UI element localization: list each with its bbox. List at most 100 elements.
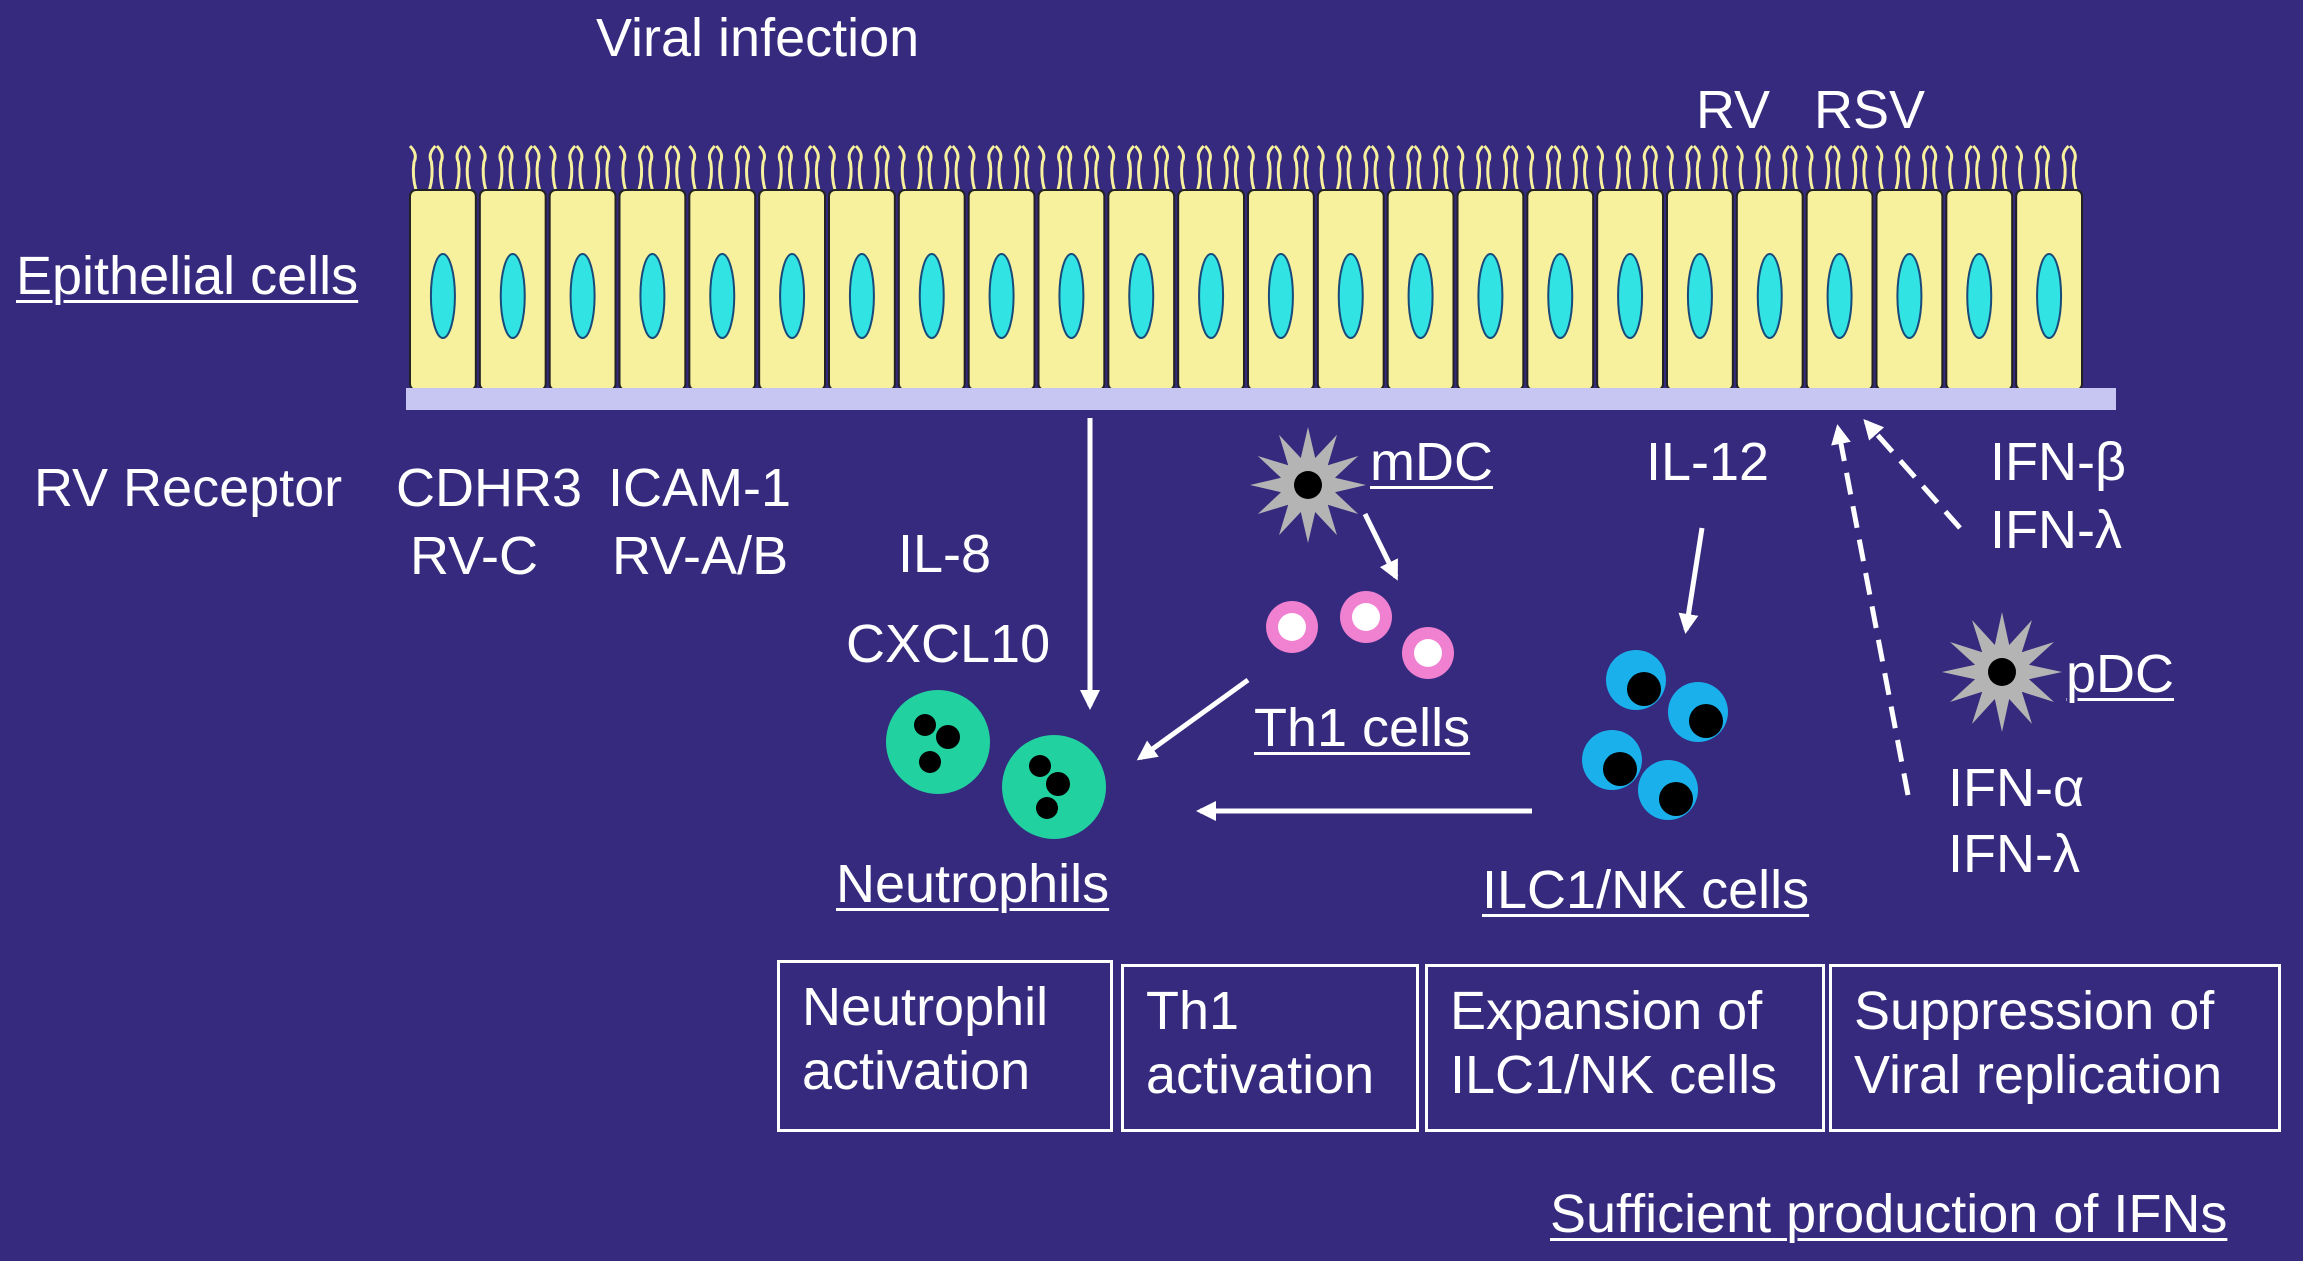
cilium	[637, 144, 647, 191]
epithelial-cell	[967, 189, 1036, 391]
cilium	[1851, 144, 1861, 191]
cilium	[924, 144, 934, 191]
cilium	[847, 144, 856, 191]
cilium	[1107, 144, 1116, 191]
cilium	[1972, 144, 1981, 191]
cilium	[734, 144, 743, 191]
epithelial-cell	[1805, 189, 1874, 391]
cilium	[1370, 144, 1380, 191]
cilia-layer	[408, 144, 2078, 191]
arrow-pdc-ifn-to-epithelium	[1831, 424, 1911, 796]
cilium	[777, 144, 786, 191]
cilium	[1999, 144, 2008, 191]
cilium	[1161, 144, 1170, 191]
box-th1-activation: Th1 activation	[1121, 964, 1419, 1132]
cilium	[1405, 144, 1415, 191]
ilc1-nk-cells	[1582, 650, 1728, 820]
epithelial-cell	[1177, 189, 1245, 391]
th1-cells-label: Th1 cells	[1254, 698, 1471, 758]
cilium	[1642, 144, 1651, 191]
cilium	[1343, 144, 1353, 191]
cilium	[602, 144, 611, 191]
cilium	[1781, 144, 1791, 191]
cilium	[1362, 144, 1372, 191]
cilium	[1483, 144, 1492, 191]
cilium	[1754, 144, 1764, 191]
cilium	[1456, 144, 1465, 191]
cilium	[1929, 144, 1938, 191]
epithelial-cell	[409, 189, 477, 391]
cilium	[943, 144, 953, 191]
arrow-mdc-to-th1	[1362, 512, 1399, 581]
epithelial-cell	[758, 189, 827, 391]
mdc-cell	[1250, 427, 1366, 543]
cilium	[1945, 144, 1954, 191]
cilium	[1230, 144, 1240, 191]
cilium	[951, 144, 961, 191]
arrow-il12-to-ilc1	[1678, 527, 1705, 634]
cilium	[1991, 144, 2000, 191]
cilium	[524, 144, 534, 191]
ifn-beta-label: IFN-β	[1990, 432, 2127, 492]
cilium	[2068, 144, 2078, 191]
epithelial-cell	[478, 189, 547, 391]
epithelial-cell	[1247, 189, 1315, 391]
sufficient-ifns-label: Sufficient production of IFNs	[1550, 1184, 2228, 1244]
cilium	[2015, 144, 2024, 191]
th1-cells	[1266, 591, 1454, 679]
ifn-alpha-label: IFN-α	[1948, 758, 2085, 818]
epithelial-cell	[1875, 189, 1944, 391]
ifn-lambda-label-bottom: IFN-λ	[1948, 824, 2080, 884]
cilium	[1510, 144, 1519, 191]
icam1-label: ICAM-1	[608, 458, 792, 518]
cilium	[1711, 144, 1721, 191]
epithelial-cell	[1107, 189, 1176, 391]
cilium	[1553, 144, 1562, 191]
epithelial-cell	[1596, 189, 1664, 391]
epithelial-cell	[1037, 189, 1106, 391]
cilium	[742, 144, 751, 191]
cilium	[1266, 144, 1275, 191]
cilium	[594, 144, 604, 191]
epithelial-cell	[1316, 189, 1385, 391]
cilium	[478, 144, 488, 191]
cilium	[664, 144, 673, 191]
cilium	[1126, 144, 1135, 191]
epithelial-layer	[409, 189, 2083, 391]
cilium	[1300, 144, 1310, 191]
cilium	[854, 144, 864, 191]
cilium	[1894, 144, 1904, 191]
rv-receptor-label: RV Receptor	[34, 458, 343, 518]
cdhr3-label: CDHR3	[396, 458, 583, 518]
epithelial-cell	[688, 189, 757, 391]
cilium	[715, 144, 724, 191]
cilium	[1964, 144, 1973, 191]
cilium	[1762, 144, 1772, 191]
cilium	[827, 144, 837, 191]
cilium	[1432, 144, 1442, 191]
pdc-label: pDC	[2066, 644, 2175, 704]
mdc-label: mDC	[1370, 432, 1493, 492]
box-line: activation	[1146, 1045, 1375, 1105]
cilium	[497, 144, 507, 191]
epithelial-cell	[618, 189, 687, 391]
cilium	[1902, 144, 1911, 191]
box-expansion-ilc1-nk: Expansion of ILC1/NK cells	[1425, 964, 1825, 1132]
box-line: ILC1/NK cells	[1450, 1045, 1778, 1105]
cilium	[1196, 144, 1205, 191]
cxcl10-label: CXCL10	[846, 614, 1051, 674]
il12-label: IL-12	[1646, 432, 1770, 492]
cilium	[1134, 144, 1143, 191]
cilium	[1580, 144, 1589, 191]
cilium	[1223, 144, 1232, 191]
epithelial-cell	[1526, 189, 1595, 391]
cilium	[881, 144, 891, 191]
cilium	[1859, 144, 1868, 191]
box-line: Suppression of	[1854, 981, 2215, 1041]
cilium	[1649, 144, 1659, 191]
cilium	[994, 144, 1004, 191]
ifn-lambda-label-top: IFN-λ	[1990, 500, 2122, 560]
box-line: Expansion of	[1450, 981, 1763, 1041]
